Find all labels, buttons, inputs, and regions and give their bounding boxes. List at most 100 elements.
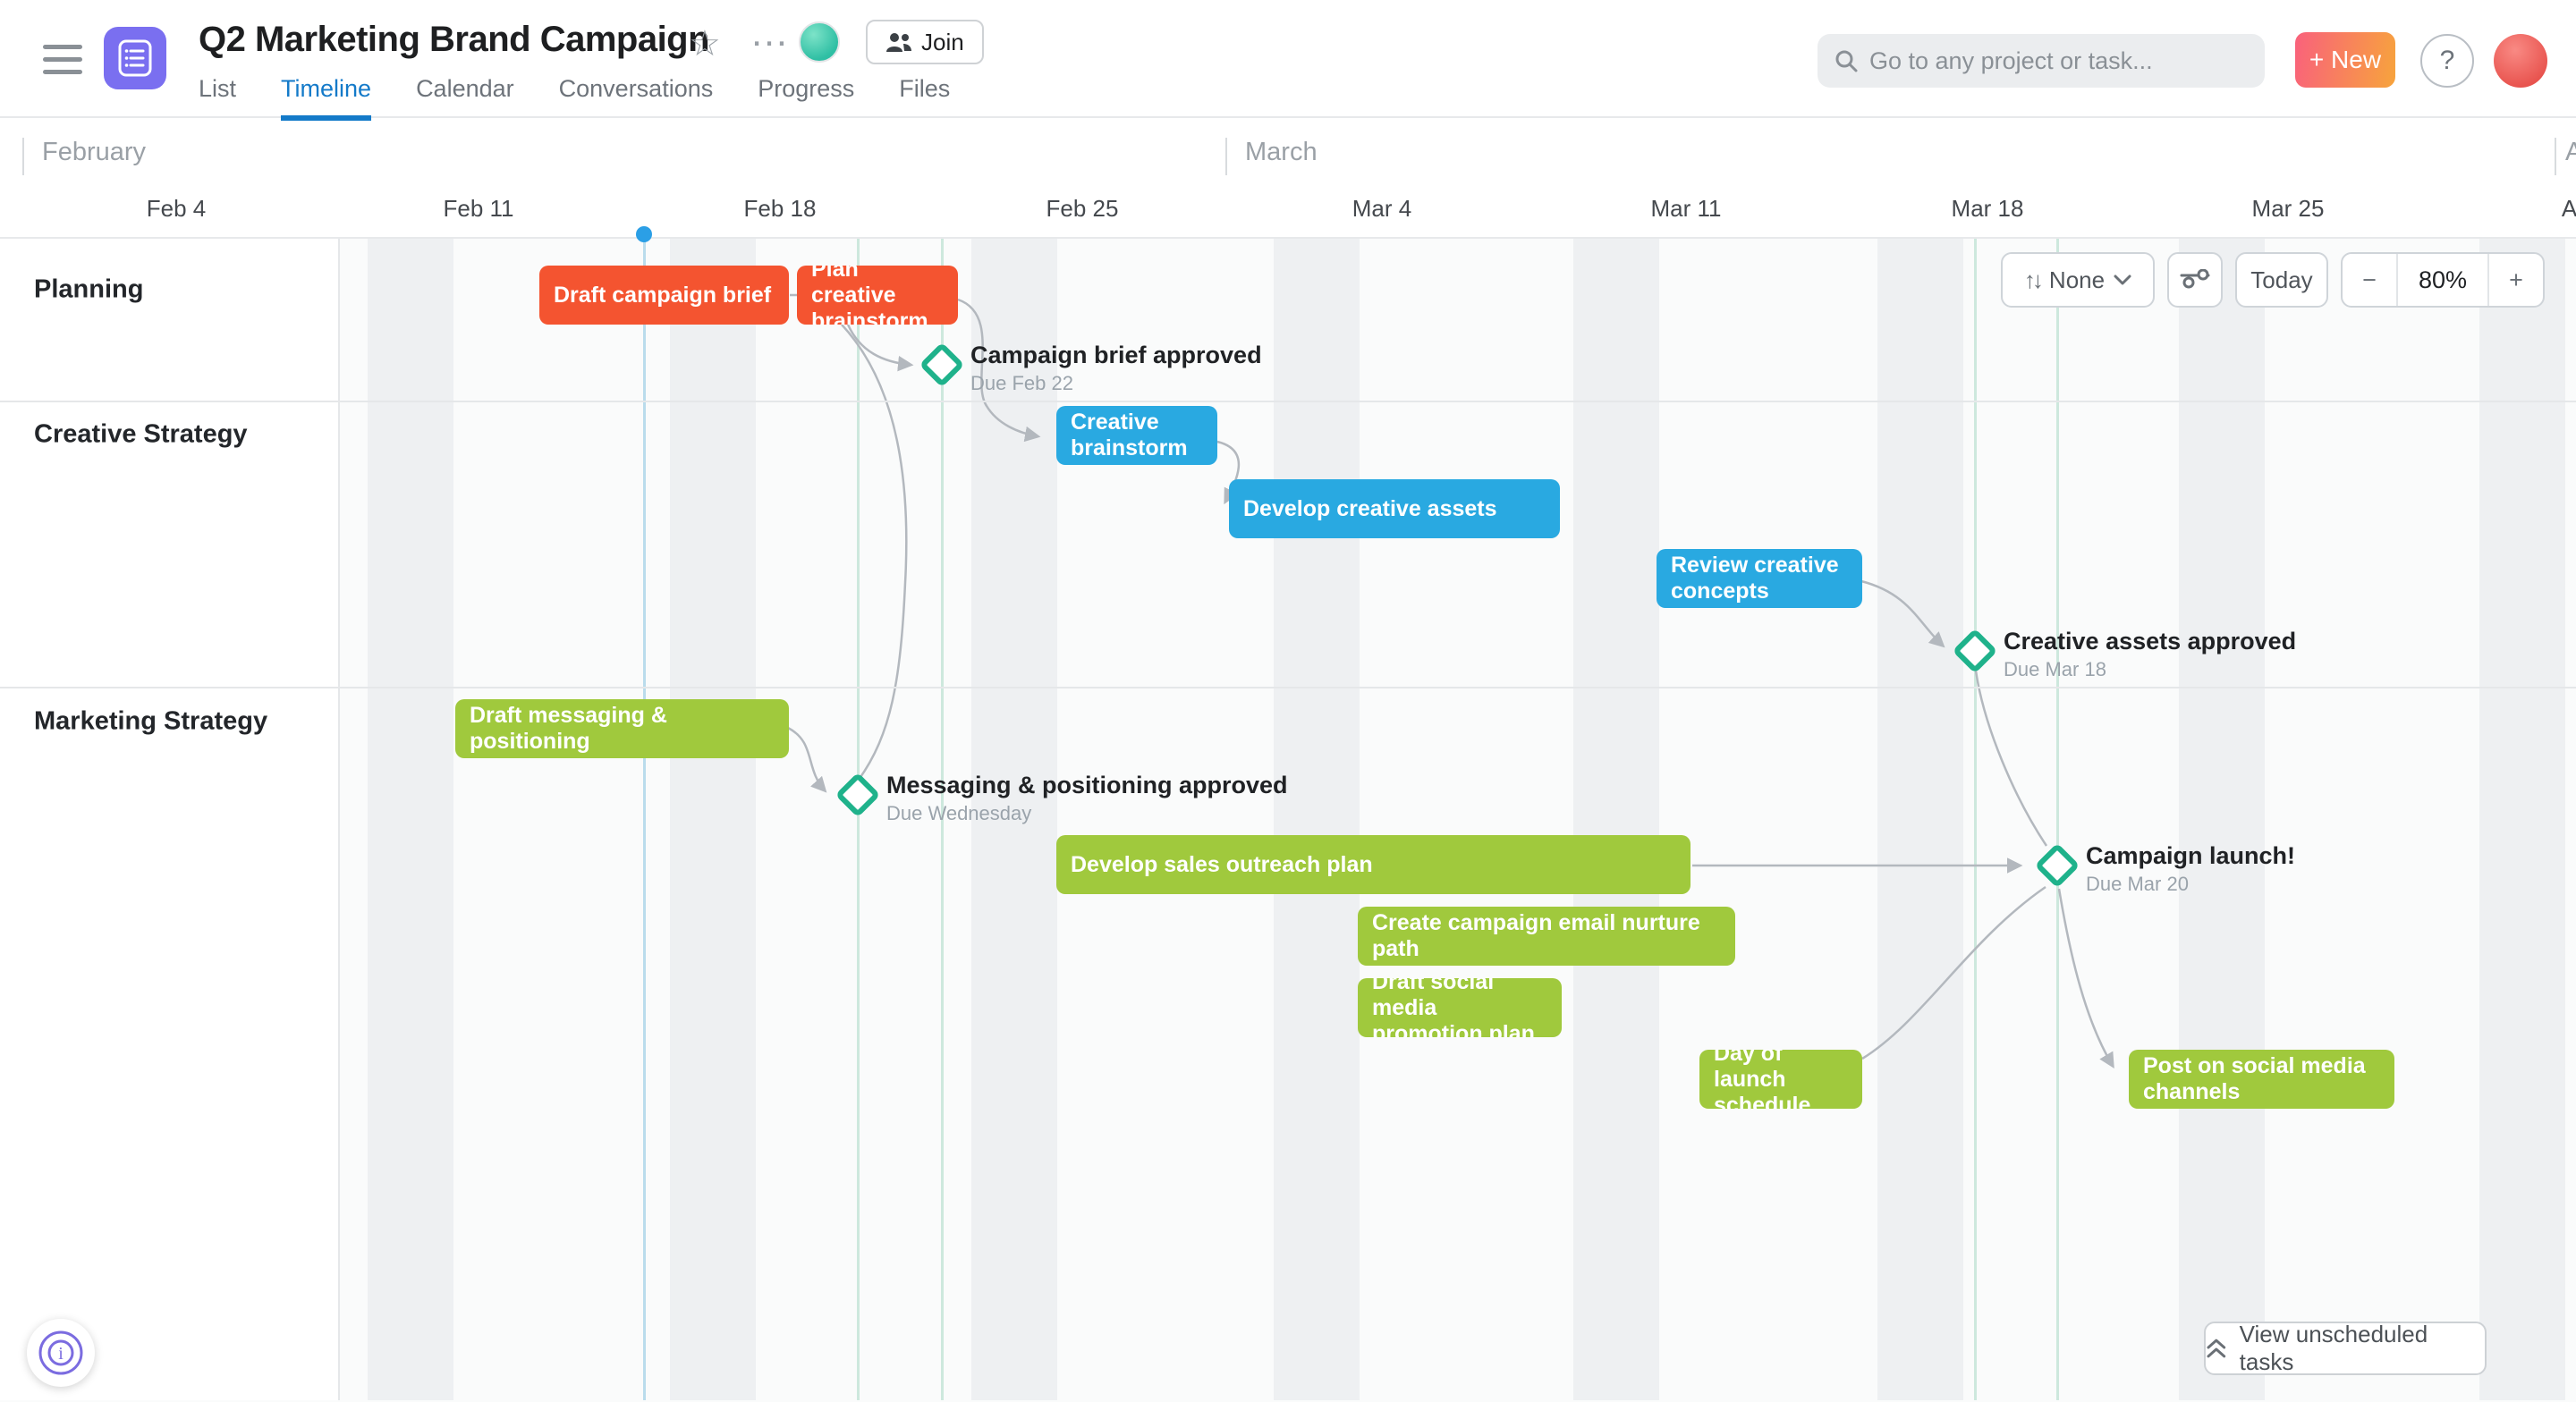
task-bar[interactable]: Draft campaign brief	[539, 266, 789, 325]
hamburger-menu-icon[interactable]	[43, 45, 82, 75]
month-divider	[1225, 138, 1227, 175]
today-marker-dot[interactable]	[636, 226, 652, 242]
member-avatar[interactable]	[799, 21, 840, 63]
page-title: Q2 Marketing Brand Campaign	[199, 20, 710, 59]
help-button[interactable]: ?	[2420, 34, 2474, 88]
weekend-band	[1573, 239, 1659, 1400]
sort-label: None	[2048, 266, 2106, 293]
dependency-line	[787, 726, 827, 793]
week-label: Feb 25	[1046, 195, 1119, 222]
task-bar[interactable]: Post on social media channels	[2129, 1050, 2394, 1109]
week-label: Mar 11	[1650, 195, 1722, 222]
unscheduled-label: View unscheduled tasks	[2239, 1321, 2428, 1375]
milestone-date-line	[2056, 239, 2059, 1400]
tab-progress[interactable]: Progress	[758, 75, 855, 102]
zoom-out-button[interactable]: −	[2343, 254, 2398, 306]
task-bar[interactable]: Develop sales outreach plan	[1056, 835, 1690, 894]
milestone-diamond-icon[interactable]	[919, 342, 965, 388]
task-bar[interactable]: Draft social media promotion plan	[1358, 978, 1562, 1037]
milestone-diamond-icon[interactable]	[2034, 842, 2080, 889]
task-label: Post on social media channels	[2143, 1053, 2366, 1104]
task-label: Create campaign email nurture path	[1372, 910, 1700, 961]
double-chevron-up-icon	[2207, 1339, 2226, 1358]
tab-list[interactable]: List	[199, 75, 237, 102]
weekend-band	[1877, 239, 1963, 1400]
task-label: Day of launch schedule	[1714, 1050, 1811, 1109]
tab-calendar[interactable]: Calendar	[416, 75, 514, 102]
task-label: Creative brainstorm	[1071, 410, 1188, 460]
section-divider	[0, 401, 2576, 402]
task-bar[interactable]: Creative brainstorm	[1056, 406, 1217, 465]
info-icon: i	[38, 1330, 83, 1375]
project-tabs: List Timeline Calendar Conversations Progres…	[199, 75, 950, 121]
week-label: Feb 18	[743, 195, 817, 222]
zoom-in-button[interactable]: +	[2487, 254, 2543, 306]
weekend-band	[670, 239, 756, 1400]
search-icon	[1835, 50, 1858, 72]
zoom-level[interactable]: 80%	[2418, 266, 2468, 293]
view-options-button[interactable]	[2167, 252, 2223, 308]
task-bar[interactable]: Review creative concepts	[1657, 549, 1862, 608]
month-label: April	[2565, 138, 2576, 166]
milestone-title: Campaign launch!	[2086, 842, 2296, 869]
info-button[interactable]: i	[27, 1319, 95, 1387]
new-button[interactable]: + New	[2295, 32, 2395, 88]
zoom-control: − 80% +	[2341, 252, 2545, 308]
today-button[interactable]: Today	[2235, 252, 2328, 308]
month-divider	[22, 138, 24, 175]
task-label: Develop sales outreach plan	[1071, 851, 1373, 877]
tab-timeline[interactable]: Timeline	[281, 75, 372, 121]
sort-arrows-icon: ↑↓	[2023, 266, 2044, 293]
chevron-down-icon	[2114, 274, 2131, 285]
task-bar[interactable]: Plan creative brainstorm	[797, 266, 958, 325]
more-options-icon[interactable]: …	[750, 11, 791, 55]
milestone-date-line	[941, 239, 944, 1400]
svg-text:i: i	[58, 1344, 64, 1364]
milestone-due-date: Due Mar 20	[2086, 873, 2189, 895]
dependency-line	[841, 324, 908, 781]
month-label: February	[42, 138, 147, 166]
star-icon[interactable]: ☆	[689, 24, 721, 63]
section-label-planning: Planning	[34, 274, 144, 304]
task-label: Draft social media promotion plan	[1372, 978, 1535, 1037]
week-label: Feb 11	[443, 195, 514, 222]
month-label: March	[1245, 138, 1318, 166]
milestone-title: Messaging & positioning approved	[886, 772, 1288, 798]
milestone-title: Creative assets approved	[2004, 628, 2297, 655]
week-label: Mar 4	[1352, 195, 1412, 222]
week-label: Feb 4	[146, 195, 207, 222]
milestone-due-date: Due Wednesday	[886, 802, 1032, 824]
app-header: Q2 Marketing Brand Campaign ☆ … Join Lis…	[0, 0, 2576, 121]
view-unscheduled-tasks-button[interactable]: View unscheduled tasks	[2204, 1321, 2487, 1375]
tab-conversations[interactable]: Conversations	[558, 75, 714, 102]
project-icon[interactable]	[104, 27, 166, 89]
task-bar[interactable]: Day of launch schedule	[1699, 1050, 1862, 1109]
milestone-due-date: Due Feb 22	[970, 372, 1073, 394]
task-bar[interactable]: Create campaign email nurture path	[1358, 907, 1735, 966]
people-icon	[886, 33, 911, 52]
global-search-input[interactable]: Go to any project or task...	[1818, 34, 2265, 88]
week-label: Apr 1	[2561, 195, 2576, 222]
task-bar[interactable]: Draft messaging & positioning	[455, 699, 789, 758]
task-label: Draft messaging & positioning	[470, 703, 667, 754]
milestone-date-line	[857, 239, 860, 1400]
milestone-diamond-icon[interactable]	[835, 772, 881, 818]
months-row: February March April	[0, 118, 2576, 186]
sort-dropdown[interactable]: ↑↓ None	[2001, 252, 2155, 308]
search-placeholder: Go to any project or task...	[1869, 46, 2153, 74]
section-divider	[0, 687, 2576, 688]
user-avatar[interactable]	[2494, 34, 2547, 88]
task-label: Review creative concepts	[1671, 553, 1839, 604]
tab-files[interactable]: Files	[899, 75, 951, 102]
join-button[interactable]: Join	[866, 20, 984, 64]
weeks-row: Feb 4 Feb 11 Feb 18 Feb 25 Mar 4 Mar 11 Mar 18…	[0, 186, 2576, 237]
task-label: Draft campaign brief	[554, 282, 772, 308]
section-label-creative-strategy: Creative Strategy	[34, 419, 248, 449]
weekend-band	[2479, 239, 2565, 1400]
sliders-icon	[2180, 269, 2210, 289]
week-label: Mar 18	[1951, 195, 2024, 222]
dependency-line	[2057, 888, 2114, 1069]
task-bar[interactable]: Develop creative assets	[1229, 479, 1560, 538]
weekend-band	[368, 239, 453, 1400]
